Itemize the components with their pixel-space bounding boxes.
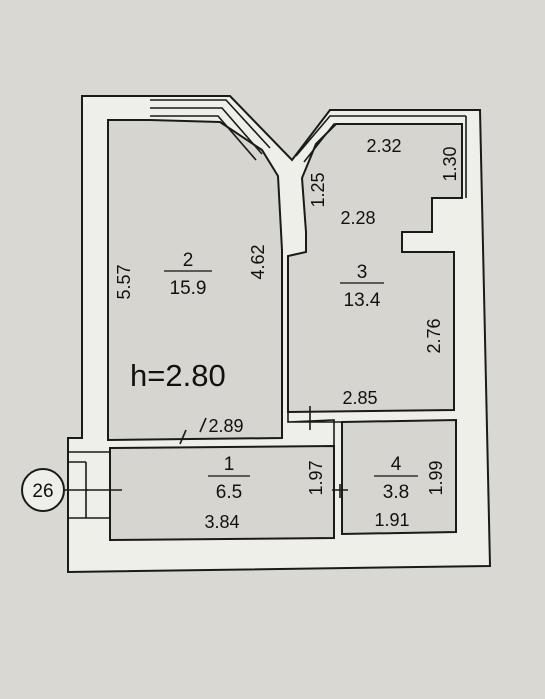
dim-room3-top: 2.32 [366,136,401,156]
room-2-number: 2 [183,250,194,271]
dimension-ticks [179,406,348,498]
dim-room1-right: 1.97 [306,460,326,495]
dim-room2-right: 4.62 [248,244,268,279]
dim-room1-bottom: 3.84 [204,512,239,532]
dim-room3-top-right: 1.30 [440,146,460,181]
dim-room2-bottom: 2.89 [208,416,243,436]
apartment-number: 26 [32,481,53,502]
room-2 [107,119,283,442]
ceiling-height: h=2.80 [130,358,226,393]
room-1-area: 6.5 [216,482,242,503]
partition-wall [287,412,342,446]
dim-room4-bottom: 1.91 [374,510,409,530]
room-3 [287,123,463,414]
room-1-number: 1 [224,454,235,475]
room-4-number: 4 [391,454,402,475]
dim-room4-right: 1.99 [426,460,446,495]
dim-room3-right: 2.76 [424,318,444,353]
dim-room3-left-step: 1.25 [308,172,328,207]
window-room-2 [150,99,271,161]
room-3-number: 3 [357,262,368,283]
room-3-area: 13.4 [344,290,381,311]
dim-room2-left: 5.57 [114,264,134,299]
dim-room3-bottom: 2.85 [342,388,377,408]
dim-room3-mid: 2.28 [340,208,375,228]
room-1 [109,444,335,542]
window-room-3 [295,115,467,198]
room-4 [341,418,457,536]
room-2-area: 15.9 [170,278,207,299]
room-4-area: 3.8 [383,482,409,503]
